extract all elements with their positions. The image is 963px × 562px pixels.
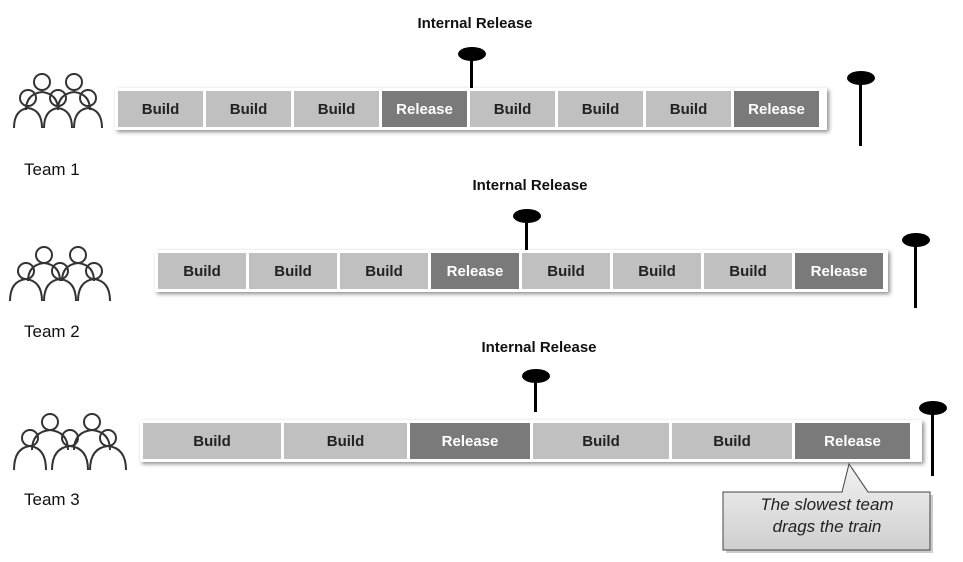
team-2-people-icon: [9, 246, 111, 302]
team-2-internal-release-label: Internal Release: [472, 177, 588, 194]
team-2-track: Build Build Build Release Build Build Bu…: [155, 250, 888, 292]
team-3-people-icon: [13, 413, 127, 471]
team-3-segment-2: Build: [284, 423, 407, 459]
team-3-internal-release-pin-icon: [522, 369, 550, 412]
team-1-segment-4: Release: [382, 91, 467, 127]
team-2-label: Team 2: [24, 322, 80, 341]
team-1-segment-6: Build: [558, 91, 643, 127]
team-3-internal-release-label: Internal Release: [481, 339, 597, 356]
team-1-track: Build Build Build Release Build Build Bu…: [115, 88, 827, 130]
team-3-segment-3: Release: [410, 423, 530, 459]
team-1-segment-7: Build: [646, 91, 731, 127]
callout-line-2: drags the train: [772, 517, 882, 536]
team-3-segment-6: Release: [795, 423, 910, 459]
team-1-internal-release-pin-icon: [458, 47, 486, 88]
team-3-segment-5: Build: [672, 423, 792, 459]
team-1-label: Team 1: [24, 160, 80, 179]
team-2-segment-2: Build: [249, 253, 337, 289]
team-2-segment-8: Release: [795, 253, 883, 289]
team-2-segment-6: Build: [613, 253, 701, 289]
team-1-final-pin-icon: [847, 71, 875, 146]
team-2-segment-5: Build: [522, 253, 610, 289]
callout-text: The slowest team drags the train: [723, 494, 931, 538]
team-1-segment-3: Build: [294, 91, 379, 127]
team-3-final-pin-icon: [919, 401, 947, 476]
team-2-segment-3: Build: [340, 253, 428, 289]
team-1-segment-1: Build: [118, 91, 203, 127]
team-1-segment-5: Build: [470, 91, 555, 127]
team-1-segment-8: Release: [734, 91, 819, 127]
team-2-final-pin-icon: [902, 233, 930, 308]
team-3-label: Team 3: [24, 490, 80, 509]
team-2-segment-7: Build: [704, 253, 792, 289]
team-2-internal-release-pin-icon: [513, 209, 541, 250]
team-2-segment-1: Build: [158, 253, 246, 289]
team-1-internal-release-label: Internal Release: [417, 15, 533, 32]
callout-line-1: The slowest team: [760, 495, 894, 514]
team-3-track: Build Build Release Build Build Release: [140, 420, 922, 462]
team-3-segment-1: Build: [143, 423, 281, 459]
team-1-segment-2: Build: [206, 91, 291, 127]
team-1-people-icon: [13, 73, 103, 129]
team-3-segment-4: Build: [533, 423, 669, 459]
team-2-segment-4: Release: [431, 253, 519, 289]
